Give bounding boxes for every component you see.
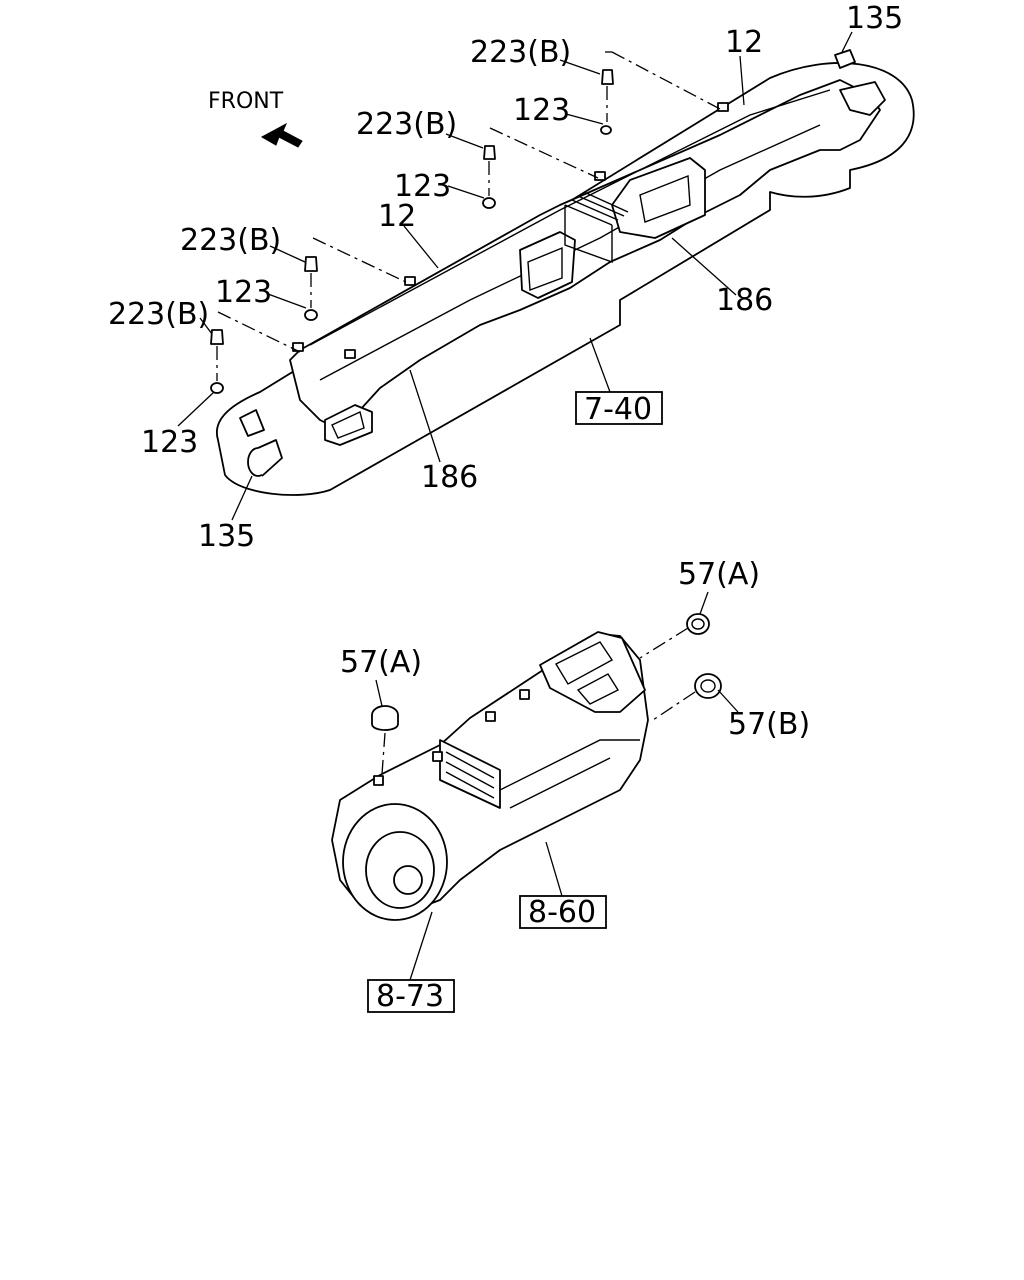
mount-tab — [344, 349, 356, 359]
duct-joint — [564, 191, 629, 263]
reference-label[interactable]: 7-40 — [584, 392, 652, 427]
clip-223b — [304, 256, 318, 272]
callout-123: 123 — [394, 169, 451, 204]
screw-123 — [304, 309, 318, 321]
connector-135-right — [834, 49, 886, 116]
heater-unit-assembly — [331, 613, 722, 921]
front-indicator: FRONT — [208, 89, 303, 148]
callout-186: 186 — [716, 283, 773, 318]
callout-135: 135 — [846, 1, 903, 36]
callout-12: 12 — [725, 25, 763, 60]
clip-223b — [483, 145, 496, 160]
callout-135: 135 — [198, 519, 255, 554]
leader-lines-upper — [177, 31, 853, 521]
callout-186: 186 — [421, 460, 478, 495]
mount-tab — [373, 775, 384, 786]
callout-12: 12 — [378, 199, 416, 234]
clip-223b — [210, 329, 224, 345]
grommet-57a-left — [371, 705, 399, 731]
mount-tab — [717, 102, 729, 112]
callout-223b: 223(B) — [180, 223, 281, 258]
reference-7-40[interactable]: 7-40 — [575, 391, 663, 427]
reference-8-60[interactable]: 8-60 — [519, 895, 607, 930]
arrow-upleft-icon — [260, 122, 303, 148]
callout-223b: 223(B) — [470, 35, 571, 70]
leader-lines-lower — [375, 591, 739, 981]
callout-123: 123 — [513, 93, 570, 128]
callout-labels: 135 12 223(B) 123 223(B) 123 12 223(B) 1… — [108, 1, 903, 742]
screw-123 — [210, 382, 224, 394]
callout-123: 123 — [215, 275, 272, 310]
mount-tab — [519, 689, 530, 700]
screw-123 — [600, 125, 612, 135]
roof-duct-assembly — [215, 49, 915, 496]
callout-223b: 223(B) — [108, 297, 209, 332]
mount-tab — [594, 171, 606, 181]
reference-8-73[interactable]: 8-73 — [367, 979, 455, 1014]
connector-135-left — [239, 409, 283, 477]
screw-123 — [482, 197, 496, 209]
callout-223b: 223(B) — [356, 107, 457, 142]
grommet-57b — [694, 673, 722, 699]
clip-223b — [601, 69, 614, 85]
grommet-57a-top — [686, 613, 710, 635]
front-label: FRONT — [208, 89, 284, 114]
air-duct — [289, 79, 881, 431]
reference-label[interactable]: 8-73 — [376, 979, 444, 1014]
mount-tab — [485, 711, 496, 722]
heater-top-duct — [539, 631, 646, 713]
fastener-group — [210, 51, 723, 394]
mount-tab — [432, 751, 443, 762]
callout-57a: 57(A) — [678, 557, 760, 592]
callout-57a: 57(A) — [340, 645, 422, 680]
mount-tab — [404, 276, 416, 286]
callout-123: 123 — [141, 425, 198, 460]
reference-label[interactable]: 8-60 — [528, 895, 596, 930]
blower-motor — [342, 803, 448, 921]
callout-57b: 57(B) — [728, 707, 810, 742]
